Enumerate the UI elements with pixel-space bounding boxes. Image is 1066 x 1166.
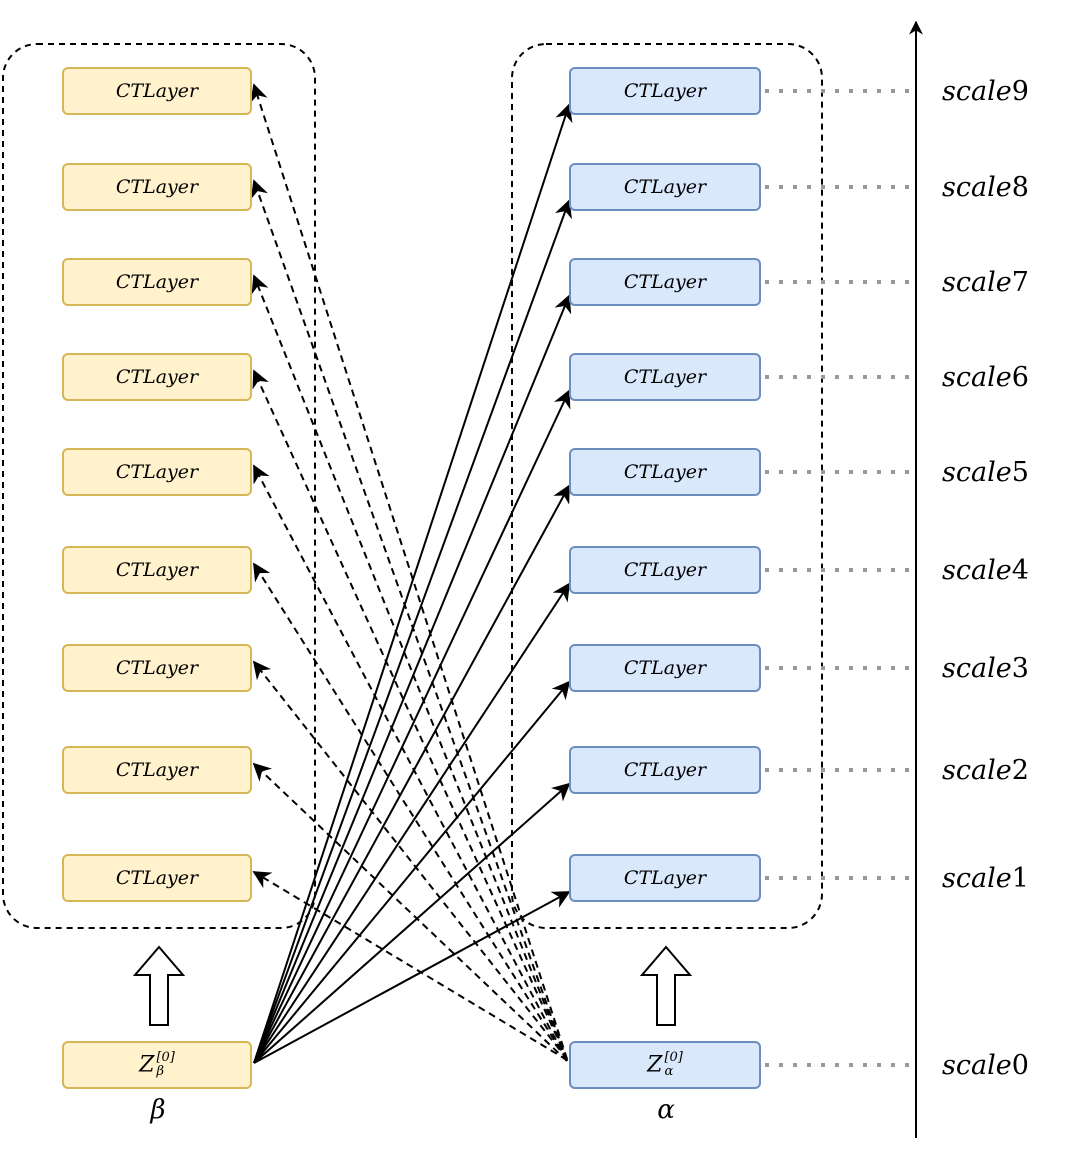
alpha-ctlayer-box: CTLayer [569, 163, 761, 211]
scale-label-number: 4 [1011, 554, 1029, 586]
alpha-input-subscript: α [664, 1064, 674, 1079]
solid-arrow [253, 199, 572, 1064]
beta-input-subscript: β [156, 1064, 164, 1079]
beta-input-box: Z[0]β [62, 1041, 252, 1089]
beta-group-container [2, 43, 316, 929]
beta-caption: β [150, 1095, 166, 1125]
solid-arrow [253, 680, 571, 1064]
alpha-ctlayer-box: CTLayer [569, 546, 761, 594]
scale-label-word: scale [942, 171, 1012, 203]
dashed-arrow [253, 562, 568, 1061]
dashed-arrow [251, 274, 568, 1061]
solid-arrow [253, 294, 572, 1064]
dashed-arrow [252, 660, 568, 1060]
scale-label-number: 6 [1011, 361, 1029, 393]
scale-label-number: 9 [1011, 75, 1029, 107]
alpha-input-box: Z[0]α [569, 1041, 761, 1089]
scale-label-word: scale [942, 266, 1012, 298]
alpha-ctlayer-box: CTLayer [569, 854, 761, 902]
beta-ctlayer-box: CTLayer [62, 854, 252, 902]
alpha-ctlayer-box: CTLayer [569, 353, 761, 401]
scale-label-word: scale [942, 862, 1012, 894]
alpha-up-arrow [639, 945, 693, 1026]
dashed-arrow [250, 179, 568, 1062]
alpha-ctlayer-box: CTLayer [569, 448, 761, 496]
dashed-arrow [252, 871, 568, 1061]
alpha-ctlayer-box: CTLayer [569, 67, 761, 115]
solid-arrow [253, 484, 570, 1064]
beta-input-superscript: [0] [156, 1049, 175, 1065]
scale-label-number: 5 [1011, 456, 1029, 488]
scale-label-word: scale [942, 754, 1012, 786]
scale-label-word: scale [942, 361, 1012, 393]
solid-arrow [253, 582, 570, 1064]
solid-arrow [253, 782, 571, 1064]
solid-arrow [253, 103, 573, 1064]
scale-label-number: 7 [1011, 266, 1029, 298]
dashed-arrow [250, 83, 568, 1060]
beta-ctlayer-box: CTLayer [62, 258, 252, 306]
alpha-input-superscript: [0] [664, 1049, 683, 1065]
beta-ctlayer-box: CTLayer [62, 546, 252, 594]
beta-ctlayer-box: CTLayer [62, 67, 252, 115]
alpha-input-base: Z [647, 1052, 663, 1077]
scale-label-number: 1 [1011, 862, 1029, 894]
scale-label-number: 2 [1011, 754, 1029, 786]
solid-arrow [253, 389, 571, 1064]
beta-ctlayer-box: CTLayer [62, 448, 252, 496]
dashed-arrow [253, 464, 568, 1062]
dashed-arrow [252, 762, 568, 1062]
alpha-ctlayer-box: CTLayer [569, 746, 761, 794]
alpha-caption: α [657, 1095, 675, 1125]
dashed-arrow [252, 369, 568, 1060]
alpha-ctlayer-box: CTLayer [569, 644, 761, 692]
beta-input-base: Z [139, 1052, 155, 1077]
alpha-group-container [511, 43, 823, 929]
solid-arrows-group [253, 103, 573, 1064]
beta-ctlayer-box: CTLayer [62, 746, 252, 794]
beta-ctlayer-box: CTLayer [62, 644, 252, 692]
dotted-lines-group [765, 89, 916, 1067]
scale-label-word: scale [942, 75, 1012, 107]
scale-label-number: 8 [1011, 171, 1029, 203]
dashed-arrows-group [250, 83, 568, 1062]
scale-label-number: 0 [1011, 1049, 1029, 1081]
scale-label-number: 3 [1011, 652, 1029, 684]
beta-ctlayer-box: CTLayer [62, 353, 252, 401]
beta-ctlayer-box: CTLayer [62, 163, 252, 211]
scale-label-word: scale [942, 554, 1012, 586]
alpha-ctlayer-box: CTLayer [569, 258, 761, 306]
scale-label-word: scale [942, 652, 1012, 684]
scale-label-word: scale [942, 456, 1012, 488]
scale-label-word: scale [942, 1049, 1012, 1081]
beta-up-arrow [132, 945, 186, 1026]
solid-arrow [253, 891, 571, 1064]
